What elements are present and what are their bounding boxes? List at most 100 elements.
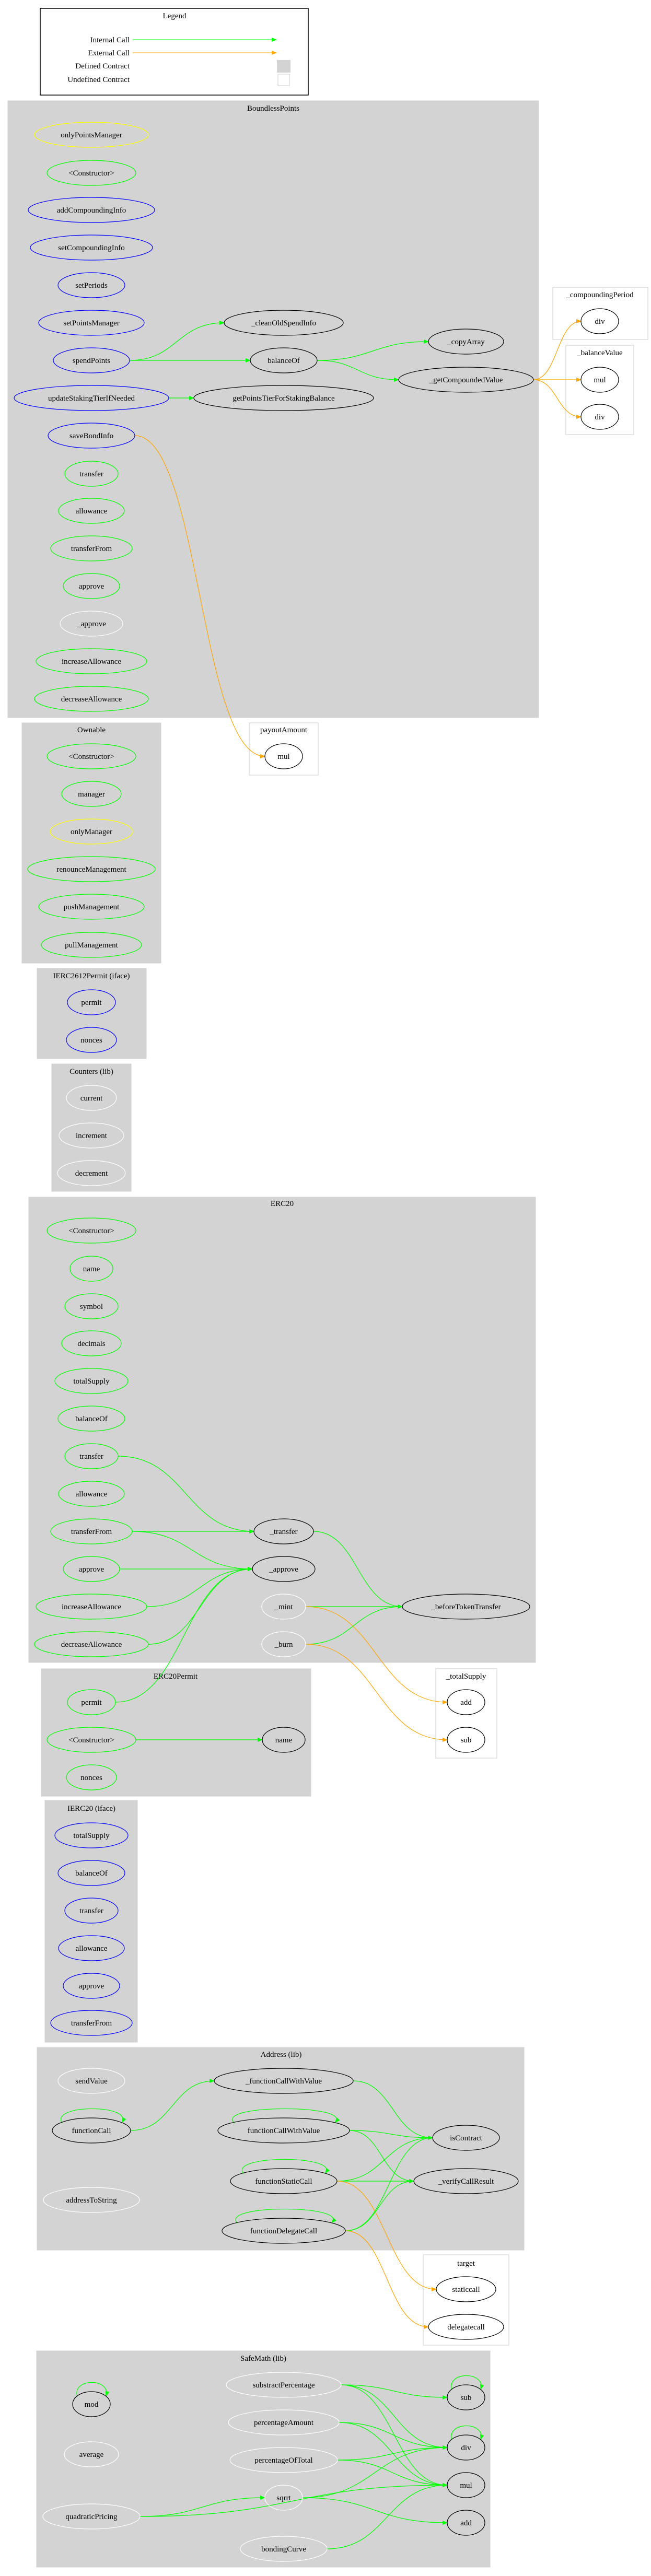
- function-node-setperiods[interactable]: setPeriods: [57, 272, 125, 298]
- function-node-delegatecall[interactable]: delegatecall: [428, 2314, 504, 2340]
- node-ellipse: [261, 1631, 306, 1657]
- function-node-functiondelegatecall[interactable]: functionDelegateCall: [222, 2218, 346, 2244]
- function-node-transfer[interactable]: transfer: [64, 461, 119, 487]
- function-node-approve[interactable]: _approve: [60, 611, 123, 637]
- function-node-mul[interactable]: mul: [580, 367, 619, 393]
- function-node-getcompoundedvalue[interactable]: _getCompoundedValue: [398, 367, 534, 393]
- function-node-staticcall[interactable]: staticcall: [436, 2276, 496, 2302]
- node-ellipse: [50, 1518, 133, 1544]
- function-node-savebondinfo[interactable]: saveBondInfo: [48, 423, 135, 449]
- function-node-allowance[interactable]: allowance: [58, 1935, 125, 1961]
- node-label: add: [460, 1699, 472, 1707]
- function-node-transferfrom[interactable]: transferFrom: [50, 535, 133, 561]
- function-node-sub[interactable]: sub: [447, 1727, 485, 1753]
- function-node-nonces[interactable]: nonces: [66, 1027, 117, 1053]
- function-node-addresstostring[interactable]: addressToString: [43, 2187, 140, 2213]
- function-node-balanceof[interactable]: balanceOf: [57, 1860, 125, 1886]
- function-node-permit[interactable]: permit: [67, 989, 116, 1015]
- function-node-getpointstierforstakingbalance[interactable]: getPointsTierForStakingBalance: [193, 385, 374, 411]
- function-node-spendpoints[interactable]: spendPoints: [53, 347, 130, 373]
- node-label: percentageAmount: [254, 2419, 314, 2427]
- function-node-beforetokentransfer[interactable]: _beforeTokenTransfer: [402, 1594, 530, 1620]
- function-node-transfer[interactable]: _transfer: [253, 1518, 314, 1544]
- function-node-substractpercentage[interactable]: substractPercentage: [226, 2372, 342, 2398]
- function-node-totalsupply[interactable]: totalSupply: [54, 1368, 129, 1394]
- function-node-functioncall[interactable]: functionCall: [52, 2117, 131, 2144]
- function-node-functionstaticcall[interactable]: functionStaticCall: [230, 2168, 338, 2194]
- legend-title: Legend: [163, 12, 187, 20]
- function-node-increaseallowance[interactable]: increaseAllowance: [36, 648, 147, 674]
- function-node-sendvalue[interactable]: sendValue: [57, 2068, 125, 2094]
- node-label: name: [275, 1736, 293, 1744]
- function-node-allowance[interactable]: allowance: [58, 1481, 125, 1507]
- function-node-setpointsmanager[interactable]: setPointsManager: [38, 310, 145, 336]
- function-node-bondingcurve[interactable]: bondingCurve: [240, 2536, 328, 2562]
- function-node-balanceof[interactable]: balanceOf: [57, 1406, 125, 1432]
- function-node-add[interactable]: add: [447, 2510, 485, 2536]
- function-node-name[interactable]: name: [262, 1727, 306, 1753]
- function-node-increaseallowance[interactable]: increaseAllowance: [36, 1594, 147, 1620]
- function-node-approve[interactable]: _approve: [252, 1556, 316, 1582]
- function-node-decreaseallowance[interactable]: decreaseAllowance: [34, 686, 149, 712]
- function-node-functioncallwithvalue[interactable]: _functionCallWithValue: [214, 2068, 354, 2094]
- function-node-addcompoundinginfo[interactable]: addCompoundingInfo: [28, 197, 155, 223]
- function-node-decimals[interactable]: decimals: [61, 1330, 122, 1356]
- function-node-div[interactable]: div: [580, 308, 619, 334]
- function-node-pushmanagement[interactable]: pushManagement: [38, 894, 145, 920]
- function-node-sqrrt[interactable]: sqrrt: [264, 2485, 303, 2511]
- function-node-manager[interactable]: manager: [61, 781, 122, 807]
- function-node-totalsupply[interactable]: totalSupply: [54, 1822, 129, 1848]
- function-node-percentageoftotal[interactable]: percentageOfTotal: [229, 2447, 338, 2473]
- function-node-allowance[interactable]: allowance: [58, 498, 125, 524]
- function-node-iscontract[interactable]: isContract: [432, 2125, 500, 2151]
- function-node-transfer[interactable]: transfer: [64, 1443, 119, 1469]
- node-label: approve: [79, 582, 104, 591]
- function-node-symbol[interactable]: symbol: [64, 1293, 119, 1319]
- function-node-quadraticpricing[interactable]: quadraticPricing: [42, 2503, 141, 2530]
- function-node-approve[interactable]: approve: [63, 1973, 120, 1999]
- function-node-constructor[interactable]: <Constructor>: [47, 160, 136, 186]
- function-node-constructor[interactable]: <Constructor>: [47, 743, 136, 769]
- internal-call-edge: [451, 2375, 484, 2390]
- function-node-percentageamount[interactable]: percentageAmount: [228, 2409, 340, 2436]
- function-node-updatestakingtierifneeded[interactable]: updateStakingTierIfNeeded: [14, 385, 169, 411]
- function-node-sub[interactable]: sub: [447, 2384, 485, 2410]
- function-node-setcompoundinginfo[interactable]: setCompoundingInfo: [30, 235, 153, 261]
- function-node-constructor[interactable]: <Constructor>: [47, 1217, 136, 1244]
- function-node-nonces[interactable]: nonces: [66, 1764, 117, 1790]
- function-node-increment[interactable]: increment: [59, 1122, 124, 1149]
- function-node-decreaseallowance[interactable]: decreaseAllowance: [34, 1631, 149, 1657]
- function-node-mul[interactable]: mul: [264, 743, 303, 769]
- function-node-approve[interactable]: approve: [63, 1556, 120, 1582]
- function-node-renouncemanagement[interactable]: renounceManagement: [27, 856, 156, 882]
- function-node-mod[interactable]: mod: [72, 2391, 111, 2417]
- function-node-div[interactable]: div: [447, 2434, 485, 2461]
- function-node-onlypointsmanager[interactable]: onlyPointsManager: [34, 122, 149, 148]
- function-node-current[interactable]: current: [66, 1085, 117, 1111]
- function-node-pullmanagement[interactable]: pullManagement: [41, 932, 142, 958]
- function-node-copyarray[interactable]: _copyArray: [428, 329, 504, 355]
- function-node-transferfrom[interactable]: transferFrom: [50, 2010, 133, 2036]
- function-node-decrement[interactable]: decrement: [57, 1160, 126, 1186]
- function-node-mul[interactable]: mul: [447, 2472, 485, 2498]
- function-node-mint[interactable]: _mint: [261, 1594, 306, 1620]
- function-node-functioncallwithvalue[interactable]: functionCallWithValue: [217, 2117, 350, 2144]
- function-node-verifycallresult[interactable]: _verifyCallResult: [413, 2168, 519, 2194]
- function-node-transfer[interactable]: transfer: [64, 1898, 119, 1924]
- function-node-permit[interactable]: permit: [67, 1689, 116, 1715]
- function-node-burn[interactable]: _burn: [261, 1631, 306, 1657]
- internal-call-edge: [305, 1605, 403, 1645]
- external-call-edge: [533, 319, 582, 380]
- function-node-balanceof[interactable]: balanceOf: [250, 347, 318, 373]
- function-node-approve[interactable]: approve: [63, 573, 120, 599]
- function-node-onlymanager[interactable]: onlyManager: [50, 818, 133, 845]
- function-node-cleanoldspendinfo[interactable]: _cleanOldSpendInfo: [224, 310, 344, 336]
- function-node-constructor[interactable]: <Constructor>: [47, 1727, 136, 1753]
- function-node-transferfrom[interactable]: transferFrom: [50, 1518, 133, 1544]
- node-label: balanceOf: [268, 357, 300, 365]
- function-node-name[interactable]: name: [69, 1256, 113, 1282]
- function-node-div[interactable]: div: [580, 404, 619, 430]
- node-label: functionCall: [72, 2127, 111, 2135]
- function-node-average[interactable]: average: [64, 2441, 119, 2467]
- function-node-add[interactable]: add: [447, 1689, 485, 1715]
